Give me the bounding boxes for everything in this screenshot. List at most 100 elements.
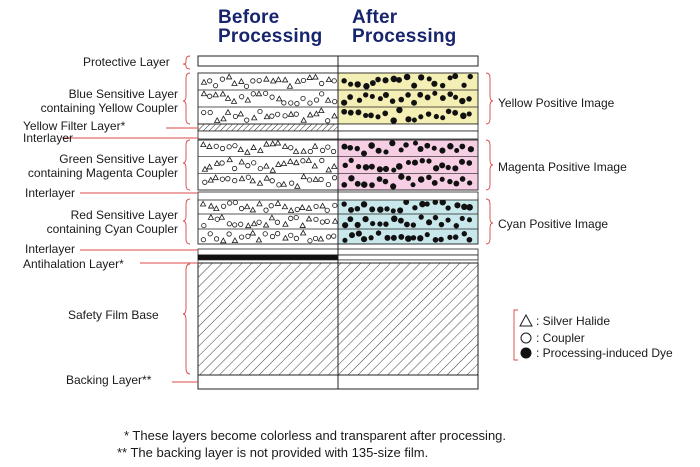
- coupler-mark: [324, 207, 330, 213]
- coupler-mark: [331, 175, 338, 181]
- dye-mark: [424, 232, 430, 238]
- silver-halide-mark: [275, 95, 283, 102]
- antihalation-layer-after: [337, 254, 479, 261]
- dye-mark: [369, 182, 375, 188]
- dye-mark: [382, 91, 389, 99]
- after-header-line-2: Processing: [352, 26, 457, 47]
- after-column: [337, 72, 479, 245]
- dye-mark: [426, 174, 432, 181]
- dye-mark: [405, 159, 412, 166]
- silver-halide-mark: [249, 177, 257, 184]
- silver-halide-mark: [263, 174, 271, 181]
- antihalation-layer-label: Antihalation Layer*: [23, 257, 124, 271]
- silver-halide-mark: [306, 111, 314, 118]
- coupler-mark: [330, 148, 337, 155]
- dye-mark: [405, 175, 412, 181]
- coupler-mark: [325, 144, 331, 150]
- coupler-mark: [250, 78, 256, 84]
- safety-film-base-label: Safety Film Base: [68, 308, 159, 322]
- silver-halide-mark: [243, 203, 251, 210]
- coupler-mark: [307, 238, 313, 244]
- dye-mark: [419, 158, 425, 164]
- silver-halide-mark: [218, 213, 226, 220]
- dye-mark: [360, 201, 368, 208]
- dye-mark: [368, 112, 374, 119]
- dye-mark: [467, 146, 475, 153]
- dye-mark: [432, 199, 439, 205]
- coupler-mark: [212, 83, 219, 89]
- coupler-mark: [238, 221, 244, 227]
- legend-symbols: [513, 309, 533, 361]
- silver-halide-mark: [244, 222, 252, 229]
- coupler-mark: [275, 111, 281, 117]
- dye-mark: [354, 180, 361, 187]
- dye-mark: [369, 206, 376, 213]
- silver-halide-mark: [200, 90, 208, 97]
- dye-mark: [461, 231, 468, 237]
- red-layer-label-line-2: containing Cyan Coupler: [46, 222, 178, 236]
- dye-mark: [459, 158, 466, 165]
- silver-halide-mark: [280, 180, 288, 187]
- silver-halide-mark: [250, 220, 258, 227]
- coupler-mark: [227, 200, 233, 206]
- dye-mark: [447, 234, 453, 240]
- yellow-brace: [485, 72, 494, 125]
- dye-mark: [453, 180, 460, 187]
- silver-halide-mark: [313, 110, 320, 117]
- footnote-colorless: * These layers become colorless and tran…: [124, 428, 507, 443]
- dye-mark: [375, 114, 381, 120]
- silver-halide-mark: [263, 113, 271, 120]
- dye-mark: [390, 208, 396, 214]
- blue-layer-label-line-1: Blue Sensitive Layer: [68, 87, 178, 101]
- dye-mark: [347, 94, 354, 100]
- dye-mark: [390, 183, 397, 190]
- silver-halide-mark: [244, 148, 251, 155]
- dye-mark: [467, 73, 473, 80]
- coupler-mark: [256, 78, 262, 84]
- silver-halide-mark: [305, 156, 313, 163]
- dye-mark: [341, 182, 348, 188]
- dye-mark: [382, 178, 389, 185]
- dye-mark: [375, 230, 382, 236]
- silver-halide-mark: [325, 166, 332, 173]
- dye-mark: [369, 80, 376, 86]
- dye-mark: [454, 148, 460, 154]
- dye-mark: [418, 74, 425, 81]
- coupler-mark: [332, 202, 338, 209]
- dye-mark: [438, 236, 444, 243]
- coupler-mark: [319, 157, 325, 164]
- coupler-mark: [307, 148, 313, 155]
- dye-mark: [433, 113, 439, 120]
- after-header-line-1: After: [352, 7, 398, 28]
- red-brace: [182, 198, 191, 245]
- dye-mark: [341, 108, 348, 115]
- dye-mark: [452, 234, 459, 240]
- coupler-mark: [226, 221, 232, 227]
- yellow-filter-layer-before: [197, 123, 339, 132]
- coupler-mark: [207, 93, 213, 99]
- dye-mark: [347, 144, 354, 151]
- dye-mark: [405, 235, 412, 242]
- coupler-mark: [219, 76, 226, 82]
- silver-halide-mark: [199, 200, 207, 207]
- dye-mark: [459, 176, 466, 182]
- silver-halide-mark: [230, 97, 238, 104]
- silver-halide-mark: [200, 78, 208, 85]
- silver-halide-mark: [300, 147, 307, 154]
- dye-mark: [439, 95, 446, 101]
- coupler-mark: [201, 109, 207, 116]
- silver-halide-mark: [269, 77, 277, 84]
- coupler-mark: [294, 101, 300, 107]
- dye-mark: [453, 223, 460, 229]
- dye-mark: [404, 221, 410, 228]
- silver-halide-mark: [287, 207, 295, 213]
- dye-mark: [384, 234, 391, 241]
- coupler-mark: [225, 176, 231, 182]
- dye-mark: [424, 142, 431, 149]
- dye-mark: [355, 230, 362, 237]
- dye-mark: [439, 147, 446, 154]
- dye-mark: [403, 199, 410, 206]
- legend-open-circle-icon: [520, 332, 532, 344]
- silver-halide-mark: [305, 215, 313, 222]
- silver-halide-mark: [268, 214, 276, 221]
